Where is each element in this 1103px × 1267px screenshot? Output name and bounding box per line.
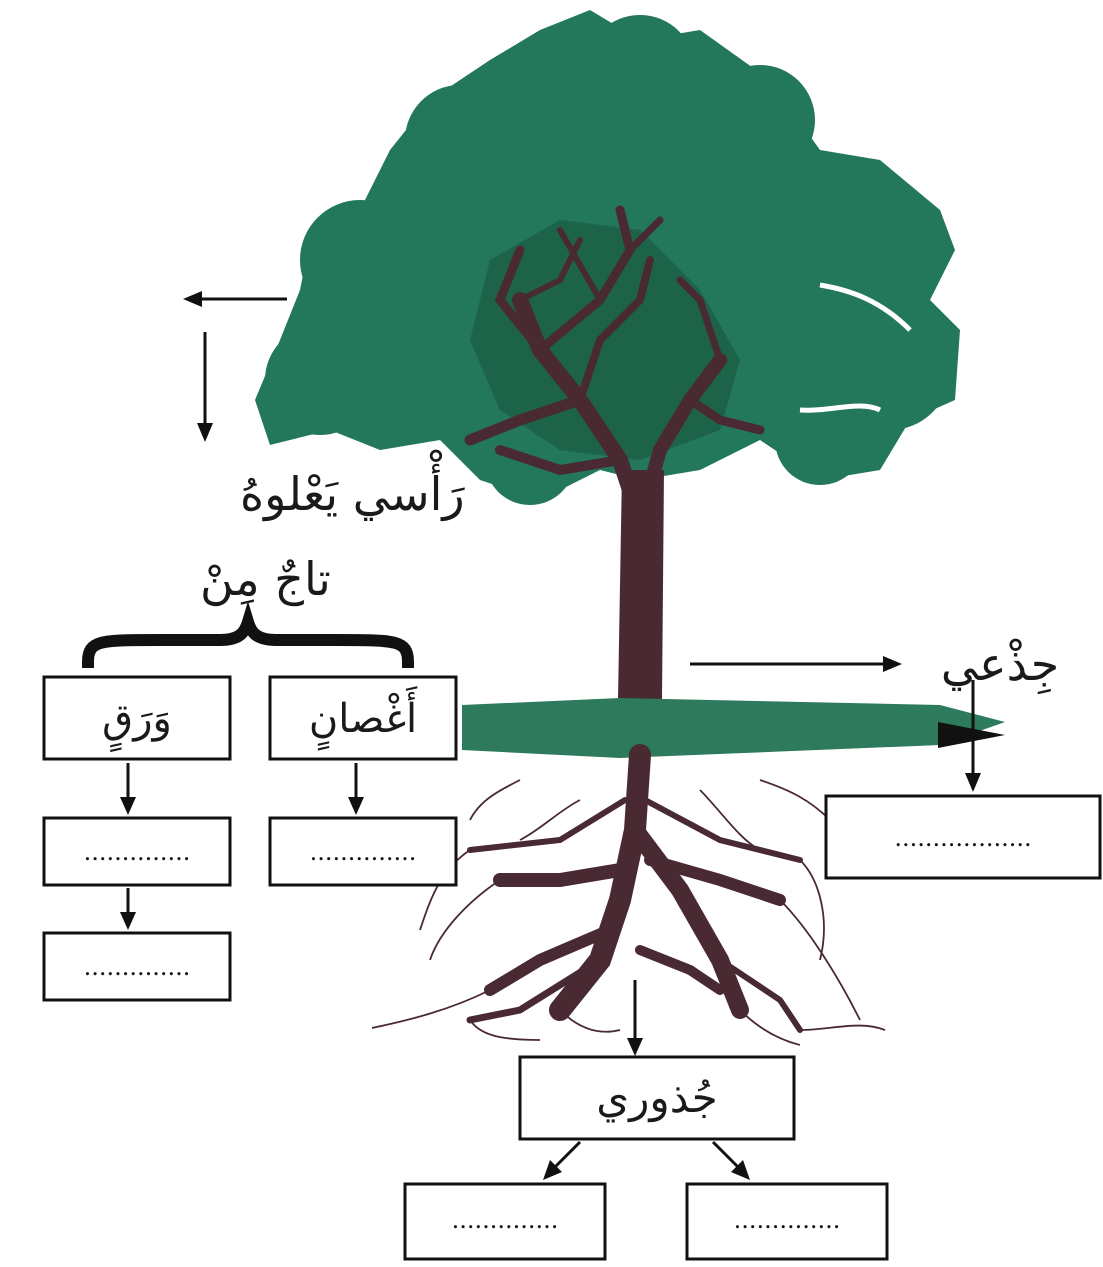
fine-roots [371,779,886,1046]
tree-trunk [618,470,664,700]
roots-label: جُذوري [596,1073,717,1123]
roots-arrow-left [553,1140,582,1169]
arrow-head-icon [183,291,202,307]
roots-blank-1: .............. [452,1206,559,1234]
arrow-head-icon [731,1160,750,1180]
leaves-answer-box-2[interactable] [42,931,232,1002]
arrow-head-icon [543,1160,562,1180]
crown-notch [799,403,882,413]
branches-answer-box[interactable] [268,816,458,887]
leaves-blank-1: .............. [84,838,191,866]
roots-arrow-right [711,1140,740,1169]
arrow-head-icon [348,797,364,815]
branches-box [268,675,458,761]
trunk-label: جِذْعي [941,637,1059,695]
curly-brace [81,601,415,669]
crown-caption-line2: تاجٌ مِنْ [200,552,331,607]
arrow-head-icon [120,797,136,815]
arrow-head-icon [938,722,1005,748]
leaves-box [42,675,232,761]
roots-answer-box-2[interactable] [685,1182,889,1261]
tree-roots [466,744,803,1033]
ground-band [462,698,1005,758]
arrow-head-icon [197,423,213,442]
roots-blank-2: .............. [734,1206,841,1234]
roots-answer-box-1[interactable] [403,1182,607,1261]
trunk-answer-box[interactable] [824,794,1102,880]
arrow-head-icon [883,656,902,672]
crown-caption-line1: رَأْسي يَعْلوهُ [240,449,466,522]
roots-box [518,1055,796,1141]
branches-blank: .............. [310,838,417,866]
arrow-head-icon [627,1038,643,1056]
crown-notch [819,282,912,332]
branches-label: أَغْصانٍ [309,685,418,750]
leaves-blank-2: .............. [84,953,191,981]
arrows [120,291,1005,1180]
leaves-answer-box-1[interactable] [42,816,232,887]
trunk-blank: .................. [894,824,1031,852]
arrow-head-icon [965,773,981,792]
arrow-head-icon [120,912,136,930]
